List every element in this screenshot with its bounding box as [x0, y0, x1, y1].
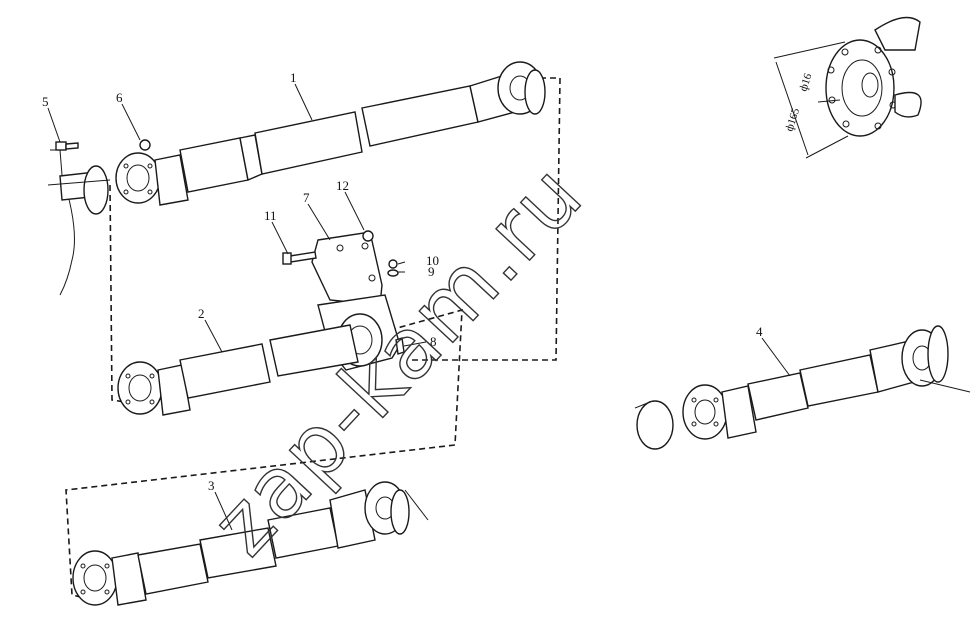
callout-4: 4 — [756, 324, 763, 339]
callout-6: 6 — [116, 90, 123, 105]
callout-7: 7 — [303, 190, 310, 205]
center-bracket — [282, 230, 399, 306]
callout-9: 9 — [428, 264, 435, 279]
callout-8: 8 — [430, 334, 437, 349]
shaft-4 — [634, 325, 971, 450]
shaft-1 — [115, 61, 546, 206]
dim-bolt-hole: ф16 — [797, 72, 814, 93]
callout-10: 10 — [426, 253, 439, 268]
gearbox-mount — [47, 139, 151, 296]
callout-1: 1 — [290, 70, 297, 85]
callout-12: 12 — [336, 178, 349, 193]
shaft-2 — [117, 324, 359, 416]
callout-11: 11 — [264, 208, 277, 223]
callout-2: 2 — [198, 306, 205, 321]
leader-lines — [47, 83, 791, 531]
callout-labels: 1 2 3 4 5 6 7 8 9 10 11 12 — [42, 70, 763, 493]
flange-detail — [773, 16, 922, 159]
dimension-labels: ф165 ф16 — [783, 72, 814, 133]
callout-5: 5 — [42, 94, 49, 109]
callout-3: 3 — [208, 478, 215, 493]
shaft-3 — [72, 481, 429, 606]
